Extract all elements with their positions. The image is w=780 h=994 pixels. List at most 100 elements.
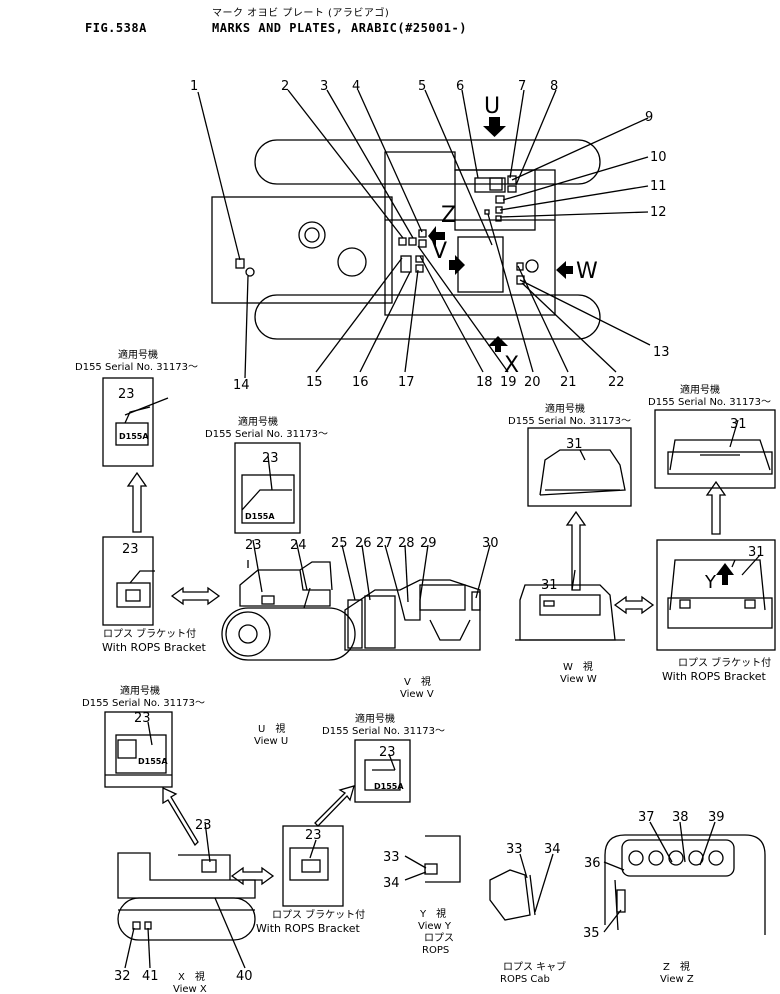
callout-8: 8: [550, 79, 558, 94]
title-en: MARKS AND PLATES, ARABIC(#25001-): [212, 21, 467, 35]
label-w: W: [576, 259, 598, 284]
serial-en-2: D155 Serial No. 31173～: [205, 429, 328, 440]
callout-23e: 23: [134, 711, 151, 726]
callout-21: 21: [560, 375, 577, 390]
view-z: [604, 834, 766, 935]
callout-14: 14: [233, 378, 250, 393]
callout-13: 13: [653, 345, 670, 360]
inset-serial-4: [354, 739, 411, 803]
rops-bracket-en-1: With ROPS Bracket: [102, 641, 206, 654]
view-u-machine: [221, 560, 356, 661]
view-v-machine: [344, 579, 481, 651]
callout-26: 26: [355, 536, 372, 551]
callout-36: 36: [584, 856, 601, 871]
view-y-jp: Y 視: [419, 907, 446, 920]
cab-en: ROPS Cab: [500, 974, 550, 985]
callout-39: 39: [708, 810, 725, 825]
callout-22: 22: [608, 375, 625, 390]
callout-3: 3: [320, 79, 328, 94]
callout-6: 6: [456, 79, 464, 94]
rops-bracket-jp-2: ロプス ブラケット付: [678, 656, 771, 669]
label-u: U: [484, 94, 500, 119]
callout-41: 41: [142, 969, 159, 984]
hollow-arrow-3: [162, 786, 199, 847]
double-arrow-2: [613, 595, 655, 615]
rops-bracket-jp-3: ロプス ブラケット付: [272, 908, 365, 921]
callout-23a: 23: [118, 387, 135, 402]
arrow-w: [556, 261, 573, 279]
callout-37: 37: [638, 810, 655, 825]
callout-18: 18: [476, 375, 493, 390]
hollow-arrow-w2: [705, 480, 727, 535]
callout-23g: 23: [305, 828, 322, 843]
callout-10: 10: [650, 150, 667, 165]
cab-jp: ロプス キャブ: [503, 960, 566, 973]
serial-en-5: D155 Serial No. 31173～: [82, 698, 205, 709]
view-z-en: View Z: [660, 974, 694, 985]
callout-27: 27: [376, 536, 393, 551]
arrow-v: [449, 255, 465, 275]
plate-text-4: D155A: [374, 782, 404, 791]
inset-rops-bracket-1: [102, 536, 155, 626]
callout-29: 29: [420, 536, 437, 551]
arrow-z: [428, 226, 445, 246]
plate-text-3: D155A: [138, 757, 168, 766]
double-arrow-1: [170, 586, 221, 606]
callout-28: 28: [398, 536, 415, 551]
callout-24: 24: [290, 538, 307, 553]
callout-23d: 23: [245, 538, 262, 553]
title-jp: マーク オヨビ プレート (アラビアゴ): [212, 6, 389, 19]
serial-jp-4: 適用号機: [680, 383, 720, 396]
callout-31a: 31: [566, 437, 583, 452]
callout-25: 25: [331, 536, 348, 551]
callout-16: 16: [352, 375, 369, 390]
inset-serial-3: [104, 711, 173, 788]
label-y: Y: [704, 572, 717, 593]
view-y-en: View Y: [418, 921, 452, 932]
serial-en-3: D155 Serial No. 31173～: [508, 416, 631, 427]
rops-bracket-en-3: With ROPS Bracket: [256, 922, 360, 935]
inset-rops-bracket-3: [282, 825, 344, 907]
callout-23c: 23: [122, 542, 139, 557]
view-u-en: View U: [254, 736, 288, 747]
view-v-en: View V: [400, 689, 434, 700]
plate-text-1: D155A: [119, 432, 149, 441]
view-w-en: View W: [560, 674, 597, 685]
rops-bracket-jp-1: ロプス ブラケット付: [103, 627, 196, 640]
rops-bracket-en-2: With ROPS Bracket: [662, 670, 766, 683]
plate-text-2: D155A: [245, 512, 275, 521]
serial-en-4: D155 Serial No. 31173～: [648, 397, 771, 408]
callout-4: 4: [352, 79, 360, 94]
serial-jp-2: 適用号機: [238, 415, 278, 428]
label-v: V: [432, 239, 447, 264]
callout-2: 2: [281, 79, 289, 94]
callout-1: 1: [190, 79, 198, 94]
tractor-plan-view: [197, 89, 651, 379]
callout-33a: 33: [383, 850, 400, 865]
view-u-jp: U 視: [258, 722, 285, 735]
serial-jp-5: 適用号機: [120, 684, 160, 697]
inset-serial-1: [102, 377, 154, 467]
callout-34b: 34: [544, 842, 561, 857]
view-w-machine: [515, 584, 625, 641]
label-x: X: [504, 353, 519, 378]
rops-cab: [489, 869, 536, 921]
inset-rops-w: [656, 539, 776, 651]
arrow-u: [483, 117, 506, 137]
callout-23b: 23: [262, 451, 279, 466]
fig-number: FIG.538A: [85, 21, 147, 35]
callout-34a: 34: [383, 876, 400, 891]
serial-en-1: D155 Serial No. 31173～: [75, 362, 198, 373]
hollow-arrow-1: [126, 471, 148, 533]
callout-12: 12: [650, 205, 667, 220]
callout-35: 35: [583, 926, 600, 941]
serial-jp-6: 適用号機: [355, 712, 395, 725]
callout-38: 38: [672, 810, 689, 825]
callout-19: 19: [500, 375, 517, 390]
callout-11: 11: [650, 179, 667, 194]
callout-17: 17: [398, 375, 415, 390]
callout-20: 20: [524, 375, 541, 390]
callout-9: 9: [645, 110, 653, 125]
view-z-jp: Z 視: [663, 960, 690, 973]
rops-jp: ロプス: [424, 932, 454, 944]
